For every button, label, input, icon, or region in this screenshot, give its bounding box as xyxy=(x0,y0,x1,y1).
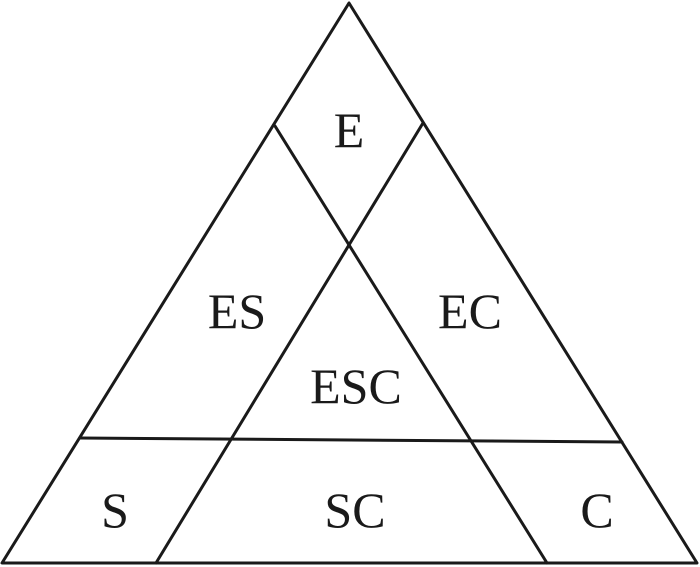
region-label-c: C xyxy=(580,482,613,538)
region-label-ec: EC xyxy=(438,283,502,339)
divider-line-right-to-left xyxy=(154,121,425,565)
region-label-e: E xyxy=(334,102,365,158)
region-label-sc: SC xyxy=(324,482,385,538)
region-label-es: ES xyxy=(208,283,266,339)
region-label-s: S xyxy=(101,482,129,538)
divider-line-left-to-right xyxy=(273,124,549,565)
divider-line-horizontal xyxy=(78,436,624,444)
region-label-esc: ESC xyxy=(310,358,402,414)
